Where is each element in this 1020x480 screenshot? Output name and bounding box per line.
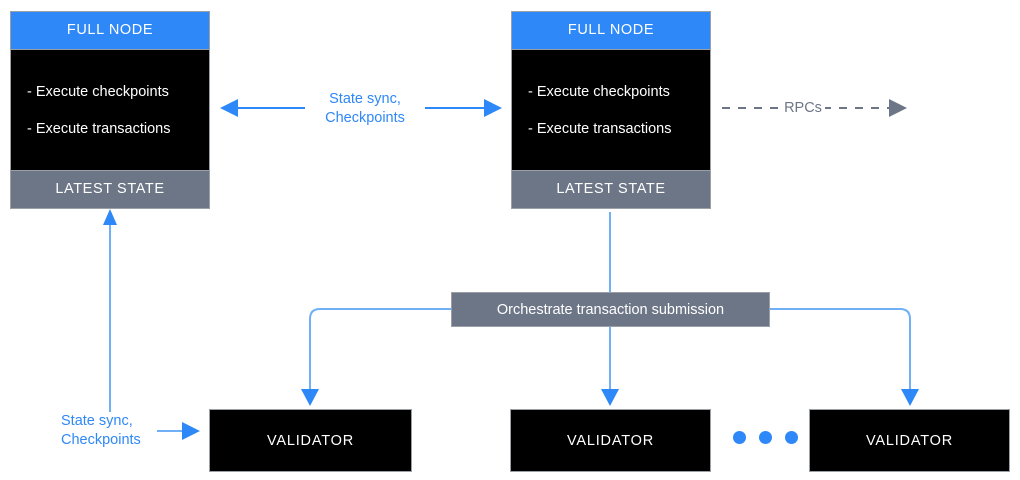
full-node-bullet-execute-checkpoints: - Execute checkpoints <box>528 83 670 100</box>
full-node-body: - Execute checkpoints - Execute transact… <box>11 50 209 170</box>
full-node-bullet-execute-transactions: - Execute transactions <box>27 120 171 137</box>
edge-label-state-sync-checkpoints-top: State sync, Checkpoints <box>305 90 425 128</box>
full-node-bullet-execute-transactions: - Execute transactions <box>528 120 672 137</box>
edge-orchestrator-to-validator3 <box>770 308 919 406</box>
edge-label-state-sync-checkpoints-bottom: State sync, Checkpoints <box>61 412 157 450</box>
full-node-card-left[interactable]: FULL NODE - Execute checkpoints - Execut… <box>10 11 210 209</box>
edge-label-line-1: State sync, <box>61 413 133 429</box>
edge-validator-to-left-fullnode <box>103 209 117 418</box>
full-node-latest-state: LATEST STATE <box>512 170 710 208</box>
edge-label-rpcs: RPCs <box>781 99 825 117</box>
validator-label: VALIDATOR <box>866 432 953 449</box>
more-validators-ellipsis-icon <box>733 431 798 444</box>
validator-label: VALIDATOR <box>567 432 654 449</box>
orchestrate-transaction-submission-box[interactable]: Orchestrate transaction submission <box>451 292 770 327</box>
full-node-latest-state: LATEST STATE <box>11 170 209 208</box>
edge-orchestrator-to-validator2 <box>601 326 619 406</box>
validator-label: VALIDATOR <box>267 432 354 449</box>
full-node-header: FULL NODE <box>11 12 209 50</box>
validator-box-3[interactable]: VALIDATOR <box>809 409 1010 472</box>
ellipsis-dot-icon <box>785 431 798 444</box>
validator-box-2[interactable]: VALIDATOR <box>510 409 711 472</box>
edge-label-line-2: Checkpoints <box>61 432 141 448</box>
full-node-header: FULL NODE <box>512 12 710 50</box>
edge-label-line-1: State sync, <box>329 91 401 107</box>
ellipsis-dot-icon <box>733 431 746 444</box>
edge-orchestrator-to-validator1 <box>301 308 451 406</box>
edge-label-line-2: Checkpoints <box>325 110 405 126</box>
orchestrate-label: Orchestrate transaction submission <box>496 301 725 318</box>
validator-box-1[interactable]: VALIDATOR <box>209 409 412 472</box>
ellipsis-dot-icon <box>759 431 772 444</box>
full-node-card-right[interactable]: FULL NODE - Execute checkpoints - Execut… <box>511 11 711 209</box>
full-node-bullet-execute-checkpoints: - Execute checkpoints <box>27 83 169 100</box>
edge-label-rpcs-text: RPCs <box>784 100 822 116</box>
full-node-body: - Execute checkpoints - Execute transact… <box>512 50 710 170</box>
